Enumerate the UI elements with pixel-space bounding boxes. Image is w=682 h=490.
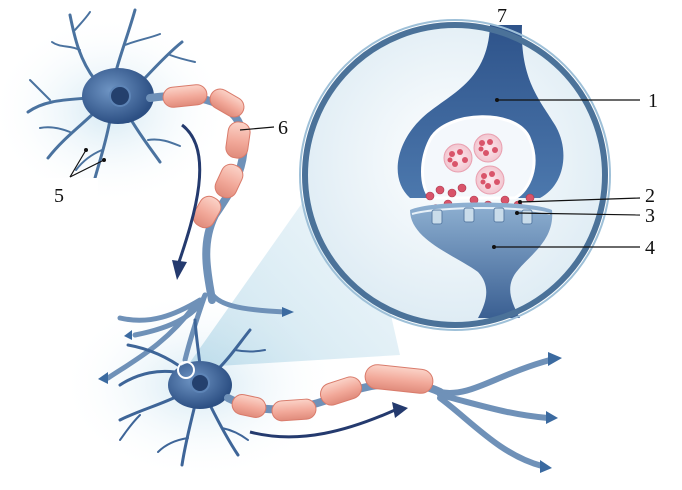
- label-2: 2: [645, 185, 655, 207]
- signal-arrow-bottom: [249, 408, 396, 439]
- label-6: 6: [278, 117, 288, 139]
- bottom-neuron-nucleus: [190, 373, 210, 393]
- synapse-zoom-ring: [302, 22, 608, 328]
- leader-lines: [69, 99, 641, 248]
- top-terminal-knobs: [98, 307, 294, 384]
- synapse-zoom-content: [397, 25, 564, 318]
- label-4: 4: [645, 237, 655, 259]
- bottom-myelin-sheaths: [231, 364, 434, 422]
- top-neuron-nucleus: [109, 85, 131, 107]
- postsynaptic-membrane: [410, 202, 553, 318]
- signal-arrow-top: [176, 123, 202, 266]
- leader-dots: [84, 98, 522, 249]
- label-5: 5: [54, 185, 64, 207]
- top-neuron: [26, 8, 196, 180]
- label-5-box: [34, 178, 98, 212]
- synapse-highlight: [177, 361, 195, 379]
- bottom-terminal-knobs: [540, 352, 562, 473]
- label-3: 3: [645, 205, 655, 227]
- label-7: 7: [497, 5, 507, 27]
- label-1: 1: [648, 90, 658, 112]
- top-myelin-sheaths: [162, 84, 251, 229]
- neurotransmitters-in-vesicles: [447, 139, 500, 189]
- bottom-axon-terminals: [437, 357, 553, 469]
